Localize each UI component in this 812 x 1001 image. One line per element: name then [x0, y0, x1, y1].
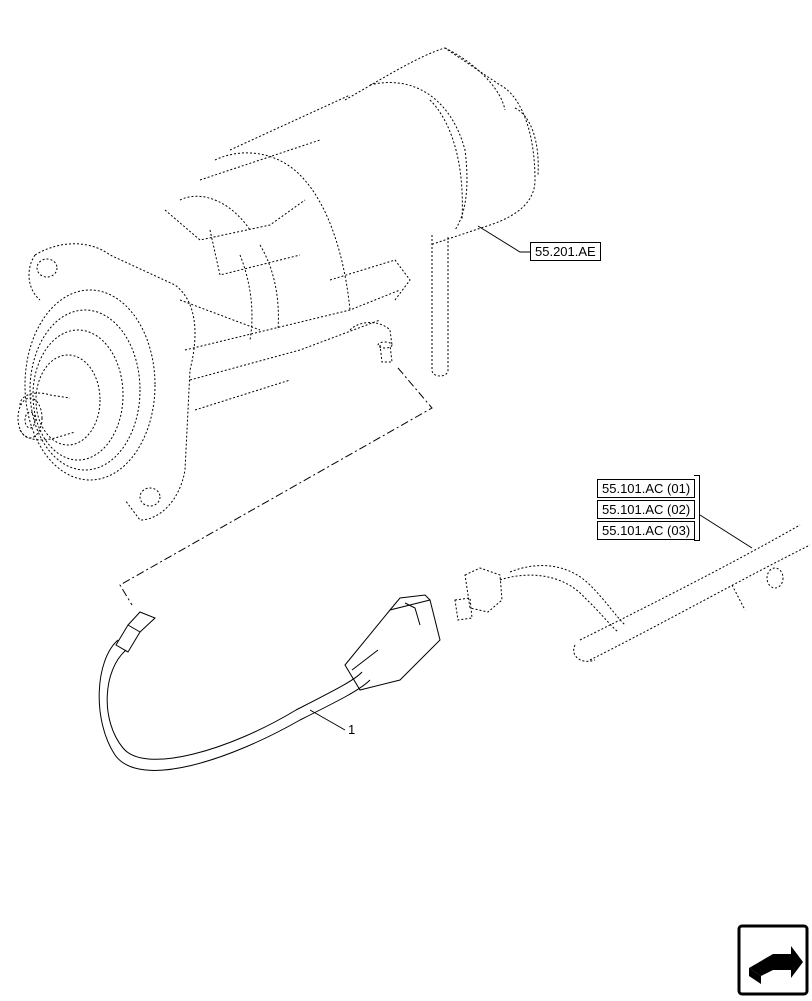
ref-starter-label[interactable]: 55.201.AE [530, 242, 601, 261]
ref-harness-label-3[interactable]: 55.101.AC (03) [597, 521, 696, 540]
routing-line [119, 367, 433, 606]
ref-harness-label-1[interactable]: 55.101.AC (01) [597, 479, 696, 498]
next-page-arrow-icon[interactable] [737, 924, 809, 996]
ref-bracket [694, 475, 700, 541]
ref-harness-label-2[interactable]: 55.101.AC (02) [597, 500, 696, 519]
leader-lines [309, 225, 753, 731]
harness-branch-drawing [454, 524, 811, 662]
cable-assembly [98, 594, 441, 771]
item-callout-1: 1 [348, 722, 356, 737]
starter-motor-drawing [17, 47, 539, 521]
